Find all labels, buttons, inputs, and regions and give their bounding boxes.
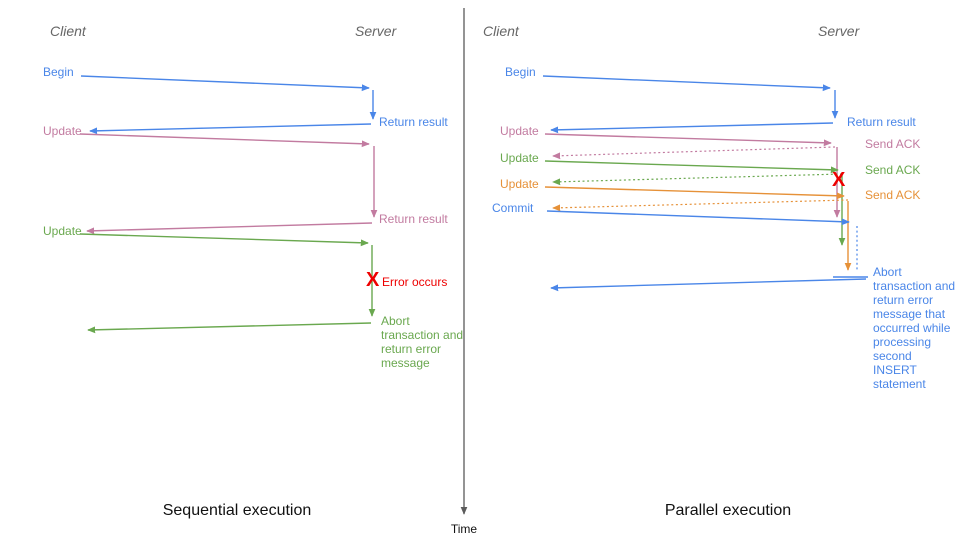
right-client-header: Client	[483, 23, 519, 39]
left-return-result-1-label: Return result	[379, 115, 448, 129]
left-update-1-request-arrow	[79, 133, 370, 148]
left-caption: Sequential execution	[162, 502, 312, 519]
right-abort-label: Abort transaction and return error messa…	[873, 265, 956, 391]
right-send-ack-2-label: Send ACK	[865, 163, 921, 177]
left-update-2-request-arrow	[79, 233, 369, 247]
right-send-ack-3-label: Send ACK	[865, 188, 921, 202]
left-return-result-2-arrow	[86, 222, 373, 235]
right-error-x-mark: X	[832, 169, 846, 191]
right-begin-request-arrow	[542, 75, 831, 92]
right-caption: Parallel execution	[664, 502, 792, 519]
right-send-ack-1-arrow	[552, 146, 836, 160]
left-abort-label: Abort transaction and return error messa…	[381, 314, 464, 370]
right-send-ack-2-arrow	[552, 173, 843, 186]
left-begin-request-arrow	[80, 75, 370, 92]
right-commit-label: Commit	[492, 201, 534, 215]
right-send-ack-3-arrow	[552, 199, 849, 212]
right-commit-request-arrow	[546, 210, 850, 226]
right-abort-arrow	[550, 278, 867, 292]
left-server-header: Server	[355, 23, 397, 39]
time-axis-label: Time	[450, 522, 478, 536]
left-client-header: Client	[50, 23, 86, 39]
left-error-occurs-label: Error occurs	[382, 275, 448, 289]
right-server-header: Server	[818, 23, 860, 39]
left-begin-label: Begin	[43, 65, 74, 79]
left-error-x-mark: X	[366, 269, 380, 291]
right-update-1-request-arrow	[544, 133, 832, 147]
right-return-result-label: Return result	[847, 115, 916, 129]
right-update-2-label: Update	[500, 151, 539, 165]
left-update-1-label: Update	[43, 124, 82, 138]
right-send-ack-1-label: Send ACK	[865, 137, 921, 151]
right-update-1-label: Update	[500, 124, 539, 138]
left-return-result-2-label: Return result	[379, 212, 448, 226]
right-return-result-arrow	[550, 122, 834, 134]
left-update-2-label: Update	[43, 224, 82, 238]
left-return-result-1-arrow	[89, 123, 372, 135]
right-update-3-label: Update	[500, 177, 539, 191]
right-update-3-request-arrow	[544, 186, 845, 200]
right-begin-label: Begin	[505, 65, 536, 79]
left-abort-arrow	[87, 322, 372, 334]
right-update-2-request-arrow	[544, 160, 839, 174]
